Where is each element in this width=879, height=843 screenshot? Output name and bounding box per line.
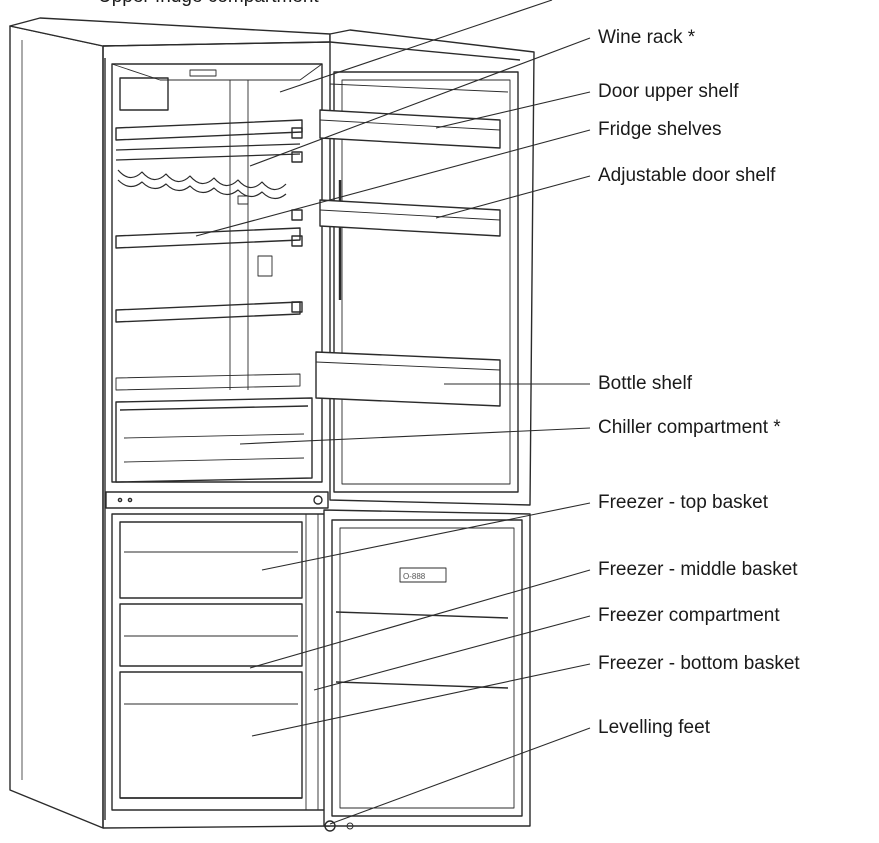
label-chiller-compartment: Chiller compartment * [598,417,781,438]
label-adjustable-door-shelf: Adjustable door shelf [598,165,776,186]
label-wine-rack: Wine rack * [598,27,696,48]
svg-text:O-888: O-888 [403,572,426,581]
fridge-drawing: O-888 [9,17,535,832]
label-fridge-shelves: Fridge shelves [598,119,722,140]
leader-fridge-shelves [195,129,591,237]
fridge-shelves [115,119,303,391]
cabinet-body [9,17,331,829]
label-levelling-feet: Levelling feet [598,717,710,738]
label-freezer-bottom-basket: Freezer - bottom basket [598,653,800,674]
fridge-interior [111,63,323,483]
chiller-drawer [115,397,313,483]
leader-door-upper [435,91,591,129]
label-freezer-middle-basket: Freezer - middle basket [598,559,798,580]
fridge-door [315,29,535,506]
label-bottle-shelf: Bottle shelf [598,373,692,394]
divider-strip [105,491,329,509]
leader-wine [249,37,591,167]
leader-middle-basket [249,569,591,669]
leader-top-basket [261,502,591,571]
label-freezer-compartment: Freezer compartment [598,605,780,626]
leader-adjustable [435,175,591,219]
leader-bottom-basket [251,663,591,737]
leader-freezer-comp [313,615,591,691]
label-upper-fridge-compartment: Upper fridge compartment [98,0,319,8]
label-freezer-top-basket: Freezer - top basket [598,492,769,513]
freezer-door: O-888 [323,509,531,832]
wine-rack-drawing [115,143,301,200]
label-door-upper-shelf: Door upper shelf [598,81,739,102]
leader-feet [329,727,591,825]
leader-chiller [239,427,591,445]
freezer-interior [111,513,327,811]
leader-upper [279,0,553,93]
leader-lines [195,0,591,825]
freezer-baskets [119,521,303,799]
